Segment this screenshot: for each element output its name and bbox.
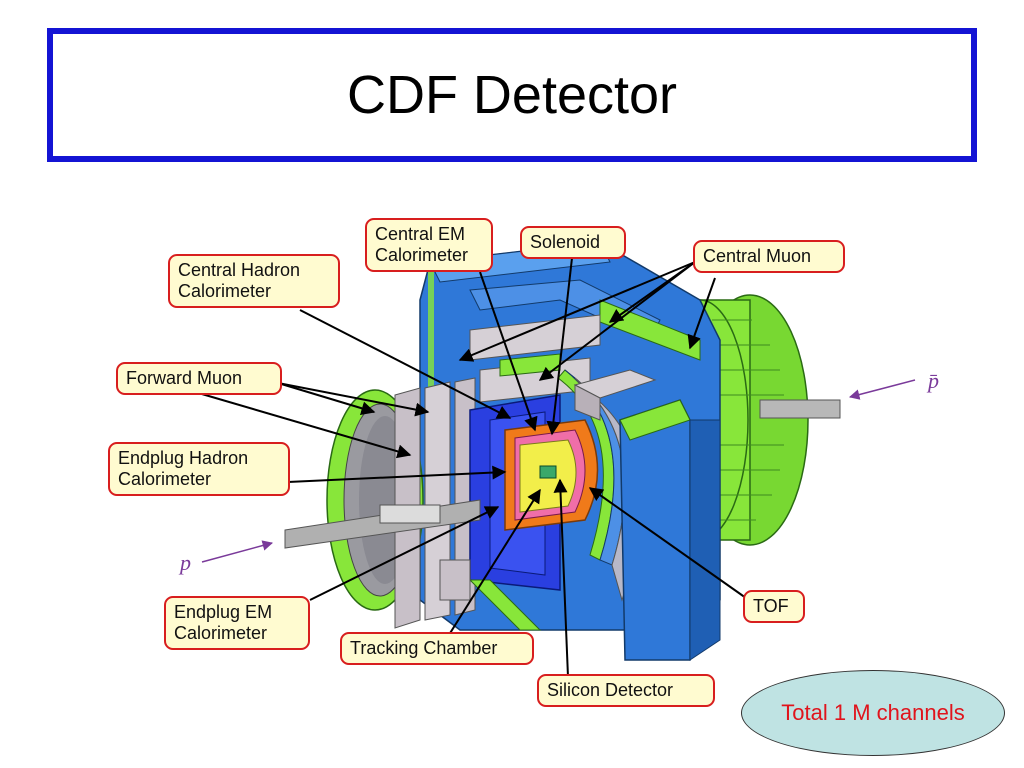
label-central-em-line2: Calorimeter (375, 245, 469, 265)
label-central-hadron-line1: Central Hadron (178, 260, 301, 280)
label-solenoid: Solenoid (520, 226, 626, 259)
label-solenoid-text: Solenoid (530, 232, 601, 252)
label-forward-muon-text: Forward Muon (126, 368, 243, 388)
label-central-em-calorimeter: Central EM Calorimeter (365, 218, 493, 272)
label-central-hadron-calorimeter: Central Hadron Calorimeter (168, 254, 340, 308)
label-tracking-chamber: Tracking Chamber (340, 632, 534, 665)
central-calorimeter-layers (504, 419, 599, 531)
label-endplug-hadron-line1: Endplug Hadron (118, 448, 249, 468)
bottom-support-rails (439, 559, 542, 631)
label-central-em-line1: Central EM (375, 224, 466, 244)
foreground-return-yoke (619, 399, 721, 661)
label-tof-text: TOF (753, 596, 789, 616)
label-silicon-detector: Silicon Detector (537, 674, 715, 707)
label-silicon-detector-text: Silicon Detector (547, 680, 674, 700)
label-tof: TOF (743, 590, 805, 623)
page-title: CDF Detector (346, 65, 678, 125)
beam-pipe-right (759, 399, 841, 419)
label-central-muon: Central Muon (693, 240, 845, 273)
channel-count-note: Total 1 M channels (741, 670, 1005, 756)
callout-pointers (194, 257, 747, 678)
label-endplug-hadron-calorimeter: Endplug Hadron Calorimeter (108, 442, 290, 496)
beam-pipe-left (284, 499, 481, 549)
beam-arrows (201, 379, 916, 563)
label-endplug-hadron-line2: Calorimeter (118, 469, 212, 489)
label-forward-muon: Forward Muon (116, 362, 282, 395)
label-endplug-em-line2: Calorimeter (174, 623, 268, 643)
top-shielding-slabs (469, 314, 601, 403)
beam-label-antiproton: p̄ (928, 368, 939, 393)
top-right-grey-block (573, 369, 657, 421)
label-endplug-em-line1: Endplug EM (174, 602, 273, 622)
label-central-muon-text: Central Muon (703, 246, 812, 266)
label-central-hadron-line2: Calorimeter (178, 281, 272, 301)
label-endplug-em-calorimeter: Endplug EM Calorimeter (164, 596, 310, 650)
label-tracking-chamber-text: Tracking Chamber (350, 638, 498, 658)
channel-count-text: Total 1 M channels (781, 700, 965, 725)
beam-label-proton: p (180, 550, 191, 575)
title-box: CDF Detector (47, 28, 977, 162)
